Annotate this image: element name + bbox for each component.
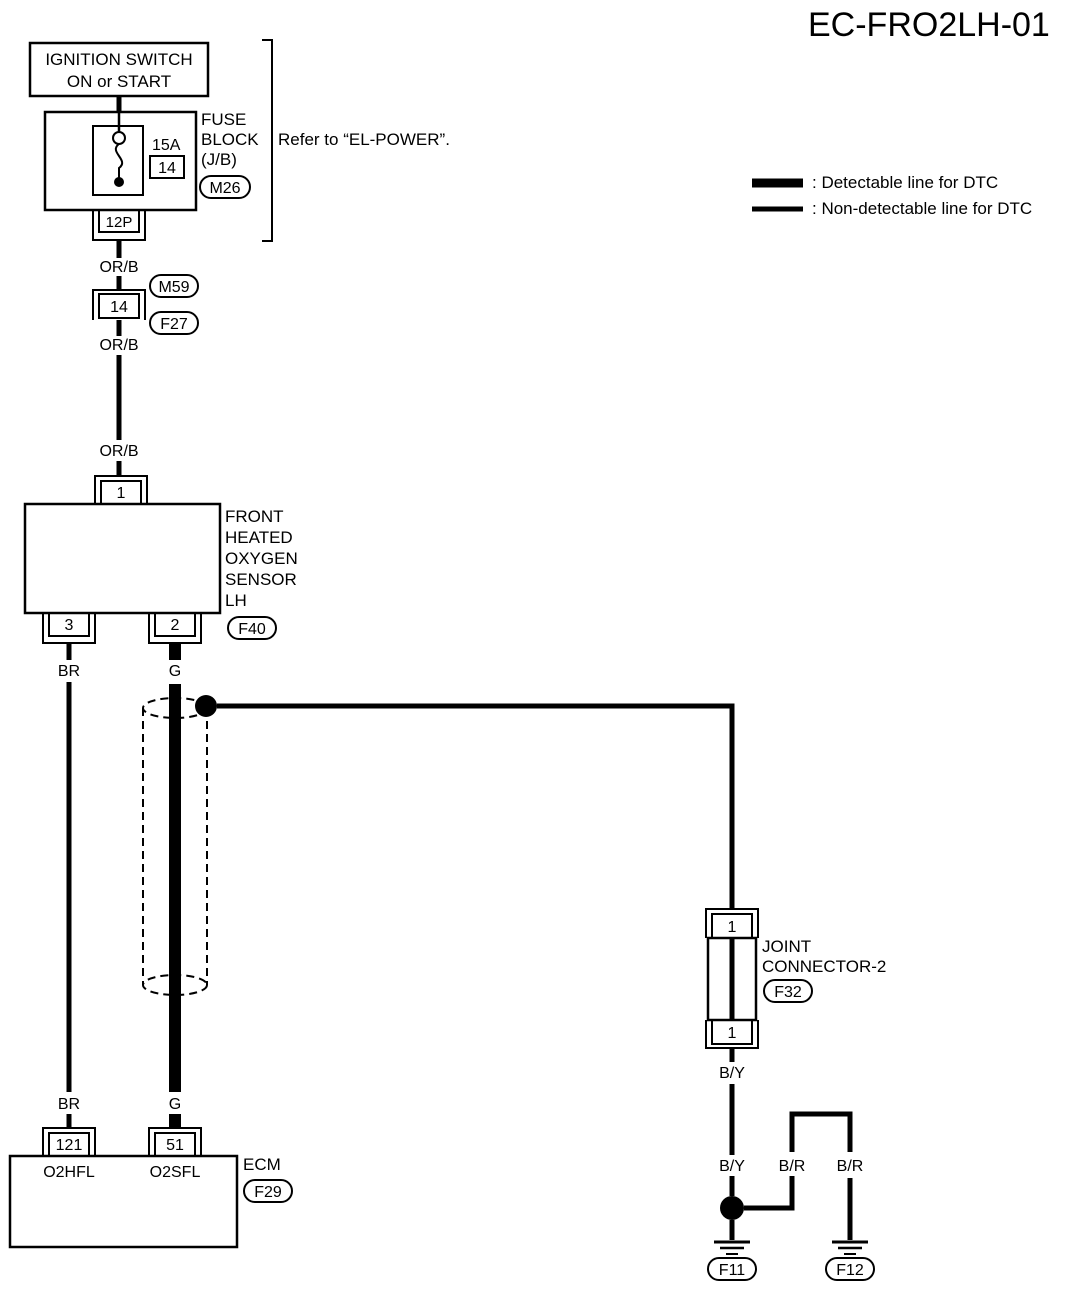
fuse-block-connector: M26 — [209, 180, 240, 197]
m59-tag — [149, 274, 199, 298]
ground-f11-icon — [714, 1240, 750, 1255]
wire-br-ground-loop — [789, 1111, 853, 1152]
wire-color-orb-3: OR/B — [99, 443, 138, 460]
wire-color-g-1: G — [169, 663, 181, 680]
sensor-pin3: 3 — [65, 617, 74, 634]
ecm-connector: F29 — [254, 1184, 282, 1201]
joint-connector-2: 1 1 JOINT CONNECTOR-2 F32 — [705, 908, 886, 1049]
m59-pin: 14 — [110, 299, 128, 316]
ecm-name: ECM — [243, 1155, 281, 1174]
joint-bottom-pin: 1 — [728, 1025, 737, 1042]
diagram-code: EC-FRO2LH-01 — [808, 6, 1050, 44]
m59-shell — [92, 289, 146, 320]
wire-color-by-1: B/Y — [719, 1065, 745, 1082]
joint-name2: CONNECTOR-2 — [762, 957, 886, 976]
sensor-pin2: 2 — [171, 617, 180, 634]
f27-tag — [149, 311, 199, 335]
joint-top-pin: 1 — [728, 919, 737, 936]
wire-color-g-2: G — [169, 1096, 181, 1113]
ignition-switch-box — [28, 41, 210, 98]
wire-color-brb: B/R — [837, 1158, 864, 1175]
ecm: 121 51 O2HFL O2SFL ECM F29 — [8, 1127, 293, 1249]
sensor-name2: HEATED — [225, 528, 293, 547]
sensor-box — [23, 502, 222, 615]
joint-top-shell — [705, 908, 759, 938]
sensor-connector-tag — [227, 616, 277, 640]
sensor-pin3-box — [48, 612, 90, 637]
sensor-pin2-box — [154, 612, 196, 637]
legend: : Detectable line for DTC : Non-detectab… — [752, 173, 1032, 218]
legend-detectable-label: : Detectable line for DTC — [812, 173, 998, 192]
ignition-switch-line1: IGNITION SWITCH — [45, 50, 192, 69]
fuse-terminal-top — [112, 131, 126, 145]
fuse-block-connector-tag — [199, 175, 251, 199]
m59-pin-box — [98, 293, 140, 319]
fuse-number: 14 — [158, 160, 176, 177]
fuse-12p-pin: 12P — [106, 214, 133, 231]
wire-color-orb-2: OR/B — [99, 337, 138, 354]
front-heated-oxygen-sensor: 1 FRONT HEATED OXYGEN SENSOR LH 3 2 F40 — [23, 475, 298, 644]
shield-splice-dot — [195, 695, 217, 717]
fuse-terminal-bottom — [114, 177, 124, 187]
refer-el-power: Refer to “EL-POWER”. — [278, 130, 450, 149]
joint-name1: JOINT — [762, 937, 811, 956]
ecm-label-o2sfl: O2SFL — [150, 1164, 201, 1181]
ecm-connector-tag — [243, 1179, 293, 1203]
fuse-block-label2: BLOCK — [201, 130, 259, 149]
fuse-block-box — [43, 110, 198, 212]
wire-color-br-2: BR — [58, 1096, 80, 1113]
ground-f12-label: F12 — [836, 1262, 864, 1279]
fuse-number-box — [149, 155, 185, 179]
connector-m59-f27: 14 M59 F27 — [92, 274, 199, 335]
fuse-element-icon — [114, 143, 124, 178]
wire-color-br-1: BR — [58, 663, 80, 680]
ground-f11-tag — [707, 1257, 757, 1281]
ground-f12-tag — [825, 1257, 875, 1281]
ground-f12-icon — [832, 1240, 868, 1255]
sensor-name3: OXYGEN — [225, 549, 298, 568]
ecm-pin51: 51 — [166, 1137, 184, 1154]
sensor-name1: FRONT — [225, 507, 284, 526]
wire-color-by-2: B/Y — [719, 1158, 745, 1175]
joint-bottom-pin-box — [711, 1019, 753, 1045]
sensor-name5: LH — [225, 591, 247, 610]
wire-shield-drain — [217, 703, 735, 909]
ignition-switch: IGNITION SWITCH ON or START — [28, 41, 210, 98]
power-bracket — [262, 39, 273, 242]
f27-label: F27 — [160, 316, 188, 333]
wire-br-ground-1 — [744, 1176, 795, 1211]
m59-label: M59 — [158, 279, 189, 296]
ecm-pin51-shell — [148, 1127, 202, 1156]
ecm-pin121-shell — [42, 1127, 96, 1156]
wire-color-bra: B/R — [779, 1158, 806, 1175]
ignition-switch-line2: ON or START — [67, 72, 171, 91]
fuse-block: 15A 14 FUSE BLOCK (J/B) M26 12P — [43, 110, 259, 241]
sensor-connector: F40 — [238, 621, 266, 638]
ecm-label-o2hfl: O2HFL — [43, 1164, 95, 1181]
ecm-pin121: 121 — [56, 1137, 83, 1154]
joint-connector-tag — [763, 979, 813, 1003]
ecm-box — [8, 1154, 239, 1249]
fuse-block-label1: FUSE — [201, 110, 246, 129]
ground-f11-label: F11 — [719, 1262, 745, 1279]
fuse-block-label3: (J/B) — [201, 150, 237, 169]
wire-color-orb-1: OR/B — [99, 259, 138, 276]
legend-non-detectable-label: : Non-detectable line for DTC — [812, 199, 1032, 218]
joint-connector: F32 — [774, 984, 802, 1001]
sensor-pin1: 1 — [117, 485, 126, 502]
sensor-name4: SENSOR — [225, 570, 297, 589]
fuse-amps: 15A — [152, 137, 181, 154]
ground-splice-dot — [720, 1196, 744, 1220]
sensor-pin1-shell — [94, 475, 148, 504]
fuse-12p-box — [98, 209, 140, 233]
